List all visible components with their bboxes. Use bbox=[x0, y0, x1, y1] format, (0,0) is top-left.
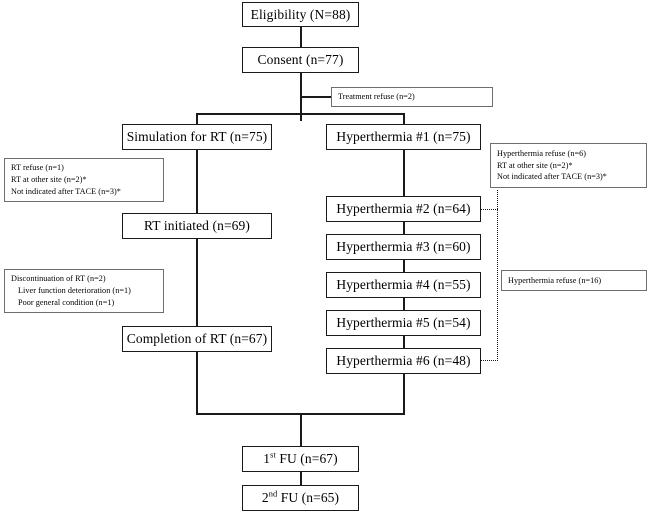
connector-simulation-rtinitiated bbox=[196, 145, 198, 213]
node-hyperthermia-6[interactable]: Hyperthermia #6 (n=48) bbox=[326, 348, 481, 374]
node-second-fu-number: 2 bbox=[261, 490, 269, 506]
note-treatment-refuse-line: Treatment refuse (n=2) bbox=[338, 92, 415, 102]
node-consent[interactable]: Consent (n=77) bbox=[242, 47, 359, 73]
node-hyperthermia-6-label: Hyperthermia #6 (n=48) bbox=[336, 353, 471, 369]
node-second-fu-suffix: FU (n=65) bbox=[277, 490, 340, 506]
note-treatment-refuse[interactable]: Treatment refuse (n=2) bbox=[331, 87, 493, 107]
node-hyperthermia-5-label: Hyperthermia #5 (n=54) bbox=[336, 315, 471, 331]
note-hyperthermia-exclusions-line-1: Hyperthermia refuse (n=6) bbox=[497, 148, 587, 158]
node-second-fu-ordinal: nd bbox=[268, 489, 278, 499]
node-hyperthermia-3-label: Hyperthermia #3 (n=60) bbox=[336, 239, 471, 255]
note-discontinuation[interactable]: Discontinuation of RT (n=2) Liver functi… bbox=[4, 269, 164, 313]
connector-hyper2-hyper3 bbox=[403, 221, 405, 234]
note-rt-exclusions-line-3: Not indicated after TACE (n=3)* bbox=[11, 186, 121, 196]
node-first-fu-label: 1st FU (n=67) bbox=[263, 451, 338, 467]
connector-completion-merge bbox=[196, 351, 198, 414]
node-hyperthermia-2[interactable]: Hyperthermia #2 (n=64) bbox=[326, 196, 481, 222]
node-eligibility-label: Eligibility (N=88) bbox=[250, 6, 351, 22]
connector-hyper5-hyper6 bbox=[403, 335, 405, 348]
node-simulation-for-rt-label: Simulation for RT (n=75) bbox=[126, 129, 268, 145]
node-hyperthermia-1[interactable]: Hyperthermia #1 (n=75) bbox=[326, 124, 481, 150]
note-discontinuation-line-3: Poor general condition (n=1) bbox=[18, 297, 115, 307]
node-hyperthermia-4-label: Hyperthermia #4 (n=55) bbox=[336, 277, 471, 293]
note-discontinuation-line-1: Discontinuation of RT (n=2) bbox=[11, 274, 106, 284]
connector-hyper6-merge bbox=[403, 373, 405, 414]
note-hyperthermia-exclusions-line-3: Not indicated after TACE (n=3)* bbox=[497, 172, 607, 182]
connector-hyper3-hyper4 bbox=[403, 259, 405, 272]
node-consent-label: Consent (n=77) bbox=[257, 52, 344, 68]
note-rt-exclusions[interactable]: RT refuse (n=1) RT at other site (n=2)* … bbox=[4, 158, 164, 202]
node-hyperthermia-2-label: Hyperthermia #2 (n=64) bbox=[336, 201, 471, 217]
connector-merge-to-fu1 bbox=[300, 413, 302, 446]
note-discontinuation-line-2: Liver function deterioration (n=1) bbox=[18, 286, 131, 296]
note-hyperthermia-exclusions[interactable]: Hyperthermia refuse (n=6) RT at other si… bbox=[490, 143, 647, 188]
note-hyperthermia-refuse-16[interactable]: Hyperthermia refuse (n=16) bbox=[501, 270, 647, 291]
note-rt-exclusions-line-2: RT at other site (n=2)* bbox=[11, 175, 87, 185]
connector-fu1-fu2 bbox=[300, 472, 302, 485]
node-first-fu[interactable]: 1st FU (n=67) bbox=[242, 446, 359, 472]
connector-consent-treatment-refuse bbox=[300, 96, 331, 98]
node-second-fu[interactable]: 2nd FU (n=65) bbox=[242, 485, 359, 511]
connector-split-left-drop bbox=[196, 113, 198, 124]
connector-rtinitiated-completion bbox=[196, 238, 198, 326]
node-second-fu-label: 2nd FU (n=65) bbox=[262, 490, 339, 506]
node-hyperthermia-5[interactable]: Hyperthermia #5 (n=54) bbox=[326, 310, 481, 336]
node-hyperthermia-4[interactable]: Hyperthermia #4 (n=55) bbox=[326, 272, 481, 298]
node-hyperthermia-1-label: Hyperthermia #1 (n=75) bbox=[336, 129, 471, 145]
node-first-fu-suffix: FU (n=67) bbox=[275, 451, 338, 467]
connector-split-bar bbox=[196, 113, 404, 115]
node-first-fu-number: 1 bbox=[263, 451, 271, 467]
connector-eligibility-consent bbox=[300, 27, 302, 47]
dotted-connector-vertical bbox=[497, 190, 498, 361]
connector-hyper1-hyper2 bbox=[403, 145, 405, 196]
note-rt-exclusions-line-1: RT refuse (n=1) bbox=[11, 163, 64, 173]
node-rt-initiated[interactable]: RT initiated (n=69) bbox=[122, 213, 272, 239]
node-completion-of-rt[interactable]: Completion of RT (n=67) bbox=[122, 326, 272, 352]
note-hyperthermia-exclusions-line-2: RT at other site (n=2)* bbox=[497, 160, 573, 170]
connector-hyper4-hyper5 bbox=[403, 297, 405, 310]
note-hyperthermia-refuse-16-line: Hyperthermia refuse (n=16) bbox=[508, 275, 602, 285]
dotted-connector-hyper2 bbox=[481, 209, 498, 210]
node-rt-initiated-label: RT initiated (n=69) bbox=[144, 218, 250, 234]
node-completion-of-rt-label: Completion of RT (n=67) bbox=[126, 331, 268, 347]
node-hyperthermia-3[interactable]: Hyperthermia #3 (n=60) bbox=[326, 234, 481, 260]
connector-split-right-drop bbox=[403, 113, 405, 124]
node-simulation-for-rt[interactable]: Simulation for RT (n=75) bbox=[122, 124, 272, 150]
node-eligibility[interactable]: Eligibility (N=88) bbox=[242, 2, 359, 27]
node-first-fu-ordinal: st bbox=[270, 450, 276, 460]
dotted-connector-hyper6 bbox=[481, 360, 498, 361]
